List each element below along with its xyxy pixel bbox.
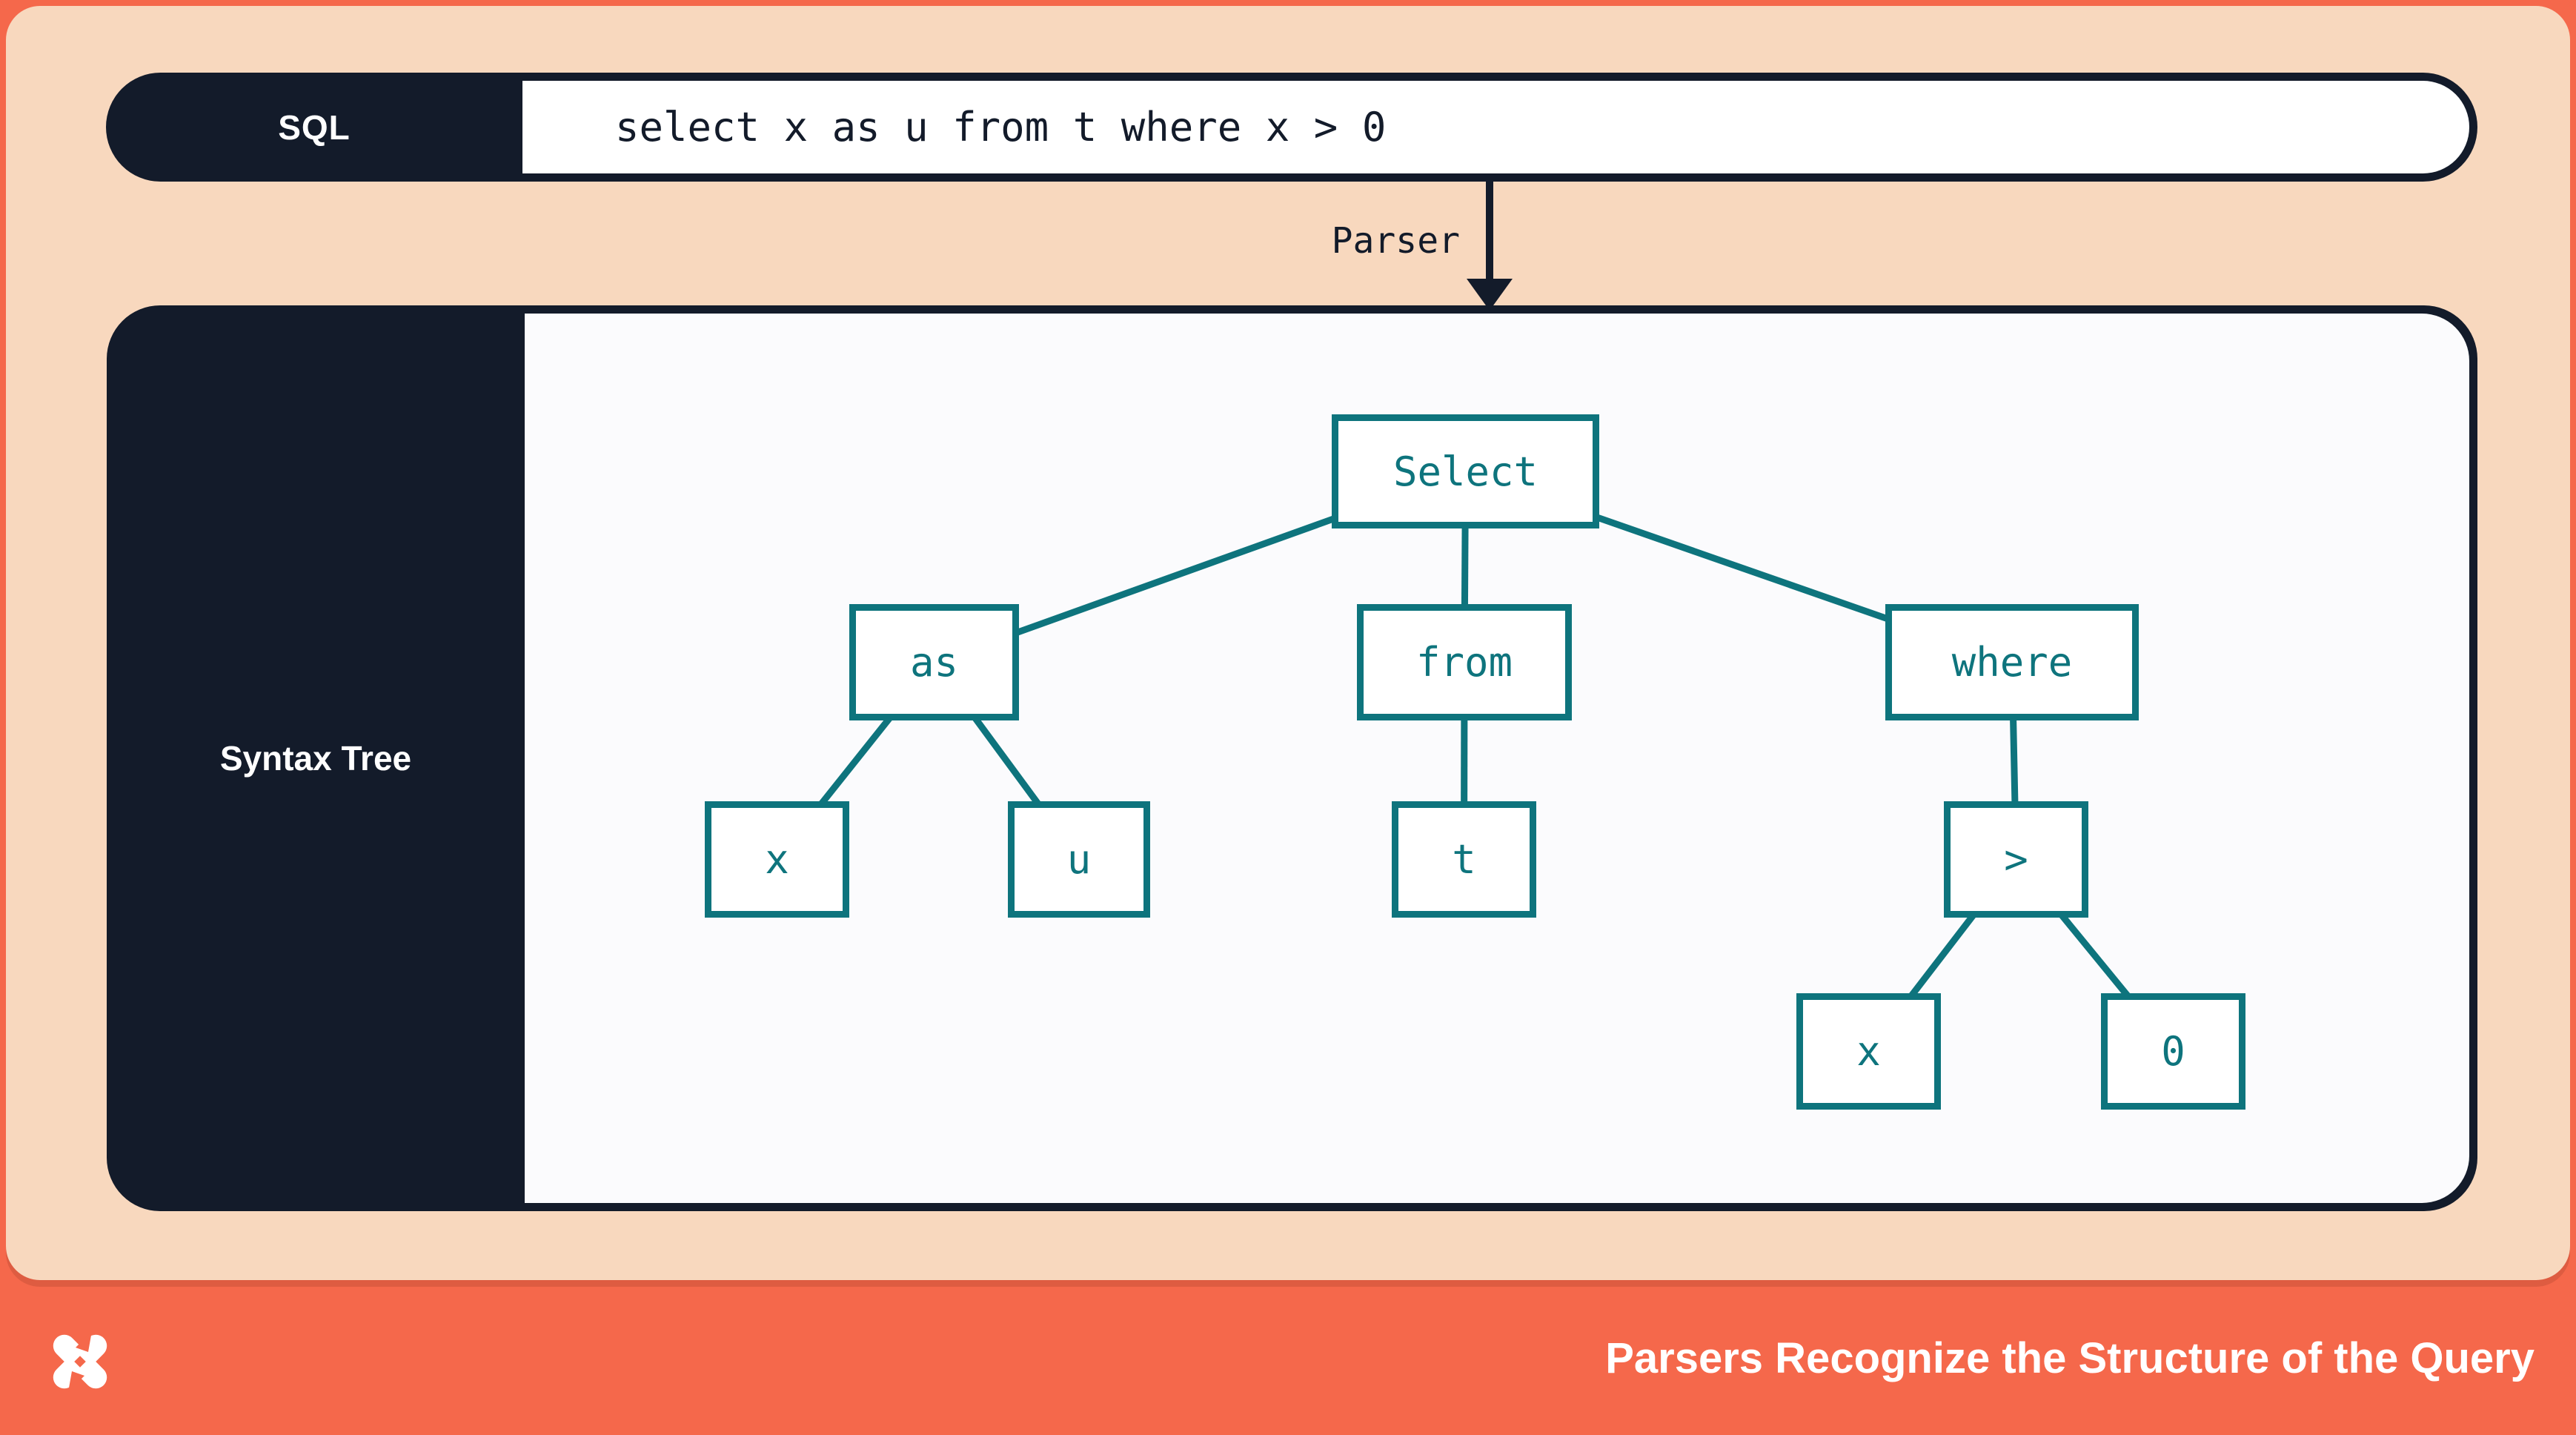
sql-bar: SQL select x as u from t where x > 0	[106, 73, 2477, 182]
syntax-tree-content	[525, 314, 2469, 1203]
footer-bar: Parsers Recognize the Structure of the Q…	[0, 1280, 2576, 1435]
dbt-logo	[53, 1331, 107, 1392]
syntax-tree-box: Syntax Tree	[107, 305, 2477, 1211]
sql-query-area: select x as u from t where x > 0	[522, 81, 2469, 173]
sql-query-text: select x as u from t where x > 0	[615, 104, 1387, 150]
parser-label: Parser	[1331, 220, 1460, 262]
sql-bar-label: SQL	[278, 107, 351, 147]
footer-title: Parsers Recognize the Structure of the Q…	[1605, 1334, 2534, 1382]
syntax-tree-panel-label: Syntax Tree	[219, 739, 412, 778]
